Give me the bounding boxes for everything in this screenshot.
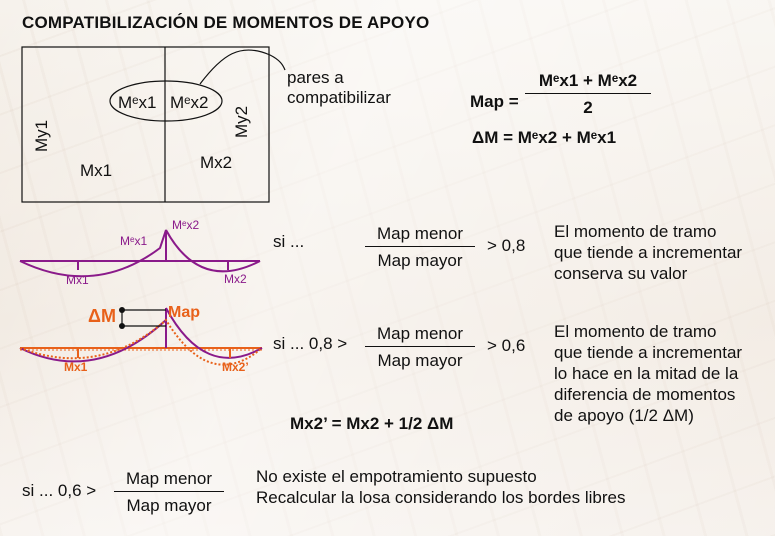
case1-label-mx2: Mx2 xyxy=(224,272,247,286)
case1-text: El momento de tramo que tiende a increme… xyxy=(554,222,743,283)
pair-leader xyxy=(199,49,286,85)
case1-denominator: Map mayor xyxy=(377,251,463,270)
case2-numerator: Map menor xyxy=(365,324,475,347)
slab-label-mx1: Mx1 xyxy=(80,161,113,180)
case3-fraction: Map menor Map mayor xyxy=(114,469,224,516)
case1-condition: > 0,8 xyxy=(487,236,526,255)
case2-curve-adjusted xyxy=(19,318,263,366)
case2-dm-dot-top xyxy=(119,307,125,313)
case1-label-mx1: Mx1 xyxy=(66,273,89,287)
case1-label-mex1: Mᵉx1 xyxy=(120,234,148,248)
case2-label-mx1: Mx1 xyxy=(64,360,88,374)
map-denominator: 2 xyxy=(583,98,593,117)
case2-label-map: Map xyxy=(168,304,200,321)
map-fraction: Mᵉx1 + Mᵉx2 2 xyxy=(525,71,651,118)
slab-label-mex2: Mᵉx2 xyxy=(170,93,209,112)
pairs-caption: pares a compatibilizar xyxy=(287,68,391,107)
case1-si: si ... xyxy=(273,232,305,251)
case2-fraction: Map menor Map mayor xyxy=(365,324,475,371)
slab-outline xyxy=(21,46,270,203)
case1-label-mex2: Mᵉx2 xyxy=(172,218,200,232)
case3-text: No existe el empotramiento supuesto Reca… xyxy=(256,467,626,507)
map-numerator: Mᵉx1 + Mᵉx2 xyxy=(525,71,651,94)
case2-curve-right xyxy=(165,307,263,359)
case2-denominator: Map mayor xyxy=(377,351,463,370)
case1-curve-left xyxy=(19,229,167,278)
slab-label-mx2: Mx2 xyxy=(200,153,233,172)
delta-formula: ΔM = Mᵉx2 + Mᵉx1 xyxy=(472,128,617,147)
case2-condition: > 0,6 xyxy=(487,336,526,355)
case3-si: si ... 0,6 > xyxy=(22,481,97,500)
case2-text: El momento de tramo que tiende a increme… xyxy=(554,322,743,425)
map-lhs: Map = xyxy=(470,92,519,111)
case3-denominator: Map mayor xyxy=(126,496,212,515)
case1-curve-right xyxy=(165,229,261,273)
case1-fraction: Map menor Map mayor xyxy=(365,224,475,271)
case2-formula: Mx2’ = Mx2 + 1/2 ΔM xyxy=(290,414,454,433)
case2-curve-left xyxy=(19,319,167,363)
slab-label-mex1: Mᵉx1 xyxy=(118,93,157,112)
pair-ellipse xyxy=(109,80,223,122)
case1-numerator: Map menor xyxy=(365,224,475,247)
case2-label-mx2p: Mx2’ xyxy=(222,360,249,374)
case2-si: si ... 0,8 > xyxy=(273,334,348,353)
case2-label-dm: ΔM xyxy=(88,306,116,326)
case3-numerator: Map menor xyxy=(114,469,224,492)
case2-dm-dot-bottom xyxy=(119,323,125,329)
page-title: COMPATIBILIZACIÓN DE MOMENTOS DE APOYO xyxy=(22,13,430,32)
